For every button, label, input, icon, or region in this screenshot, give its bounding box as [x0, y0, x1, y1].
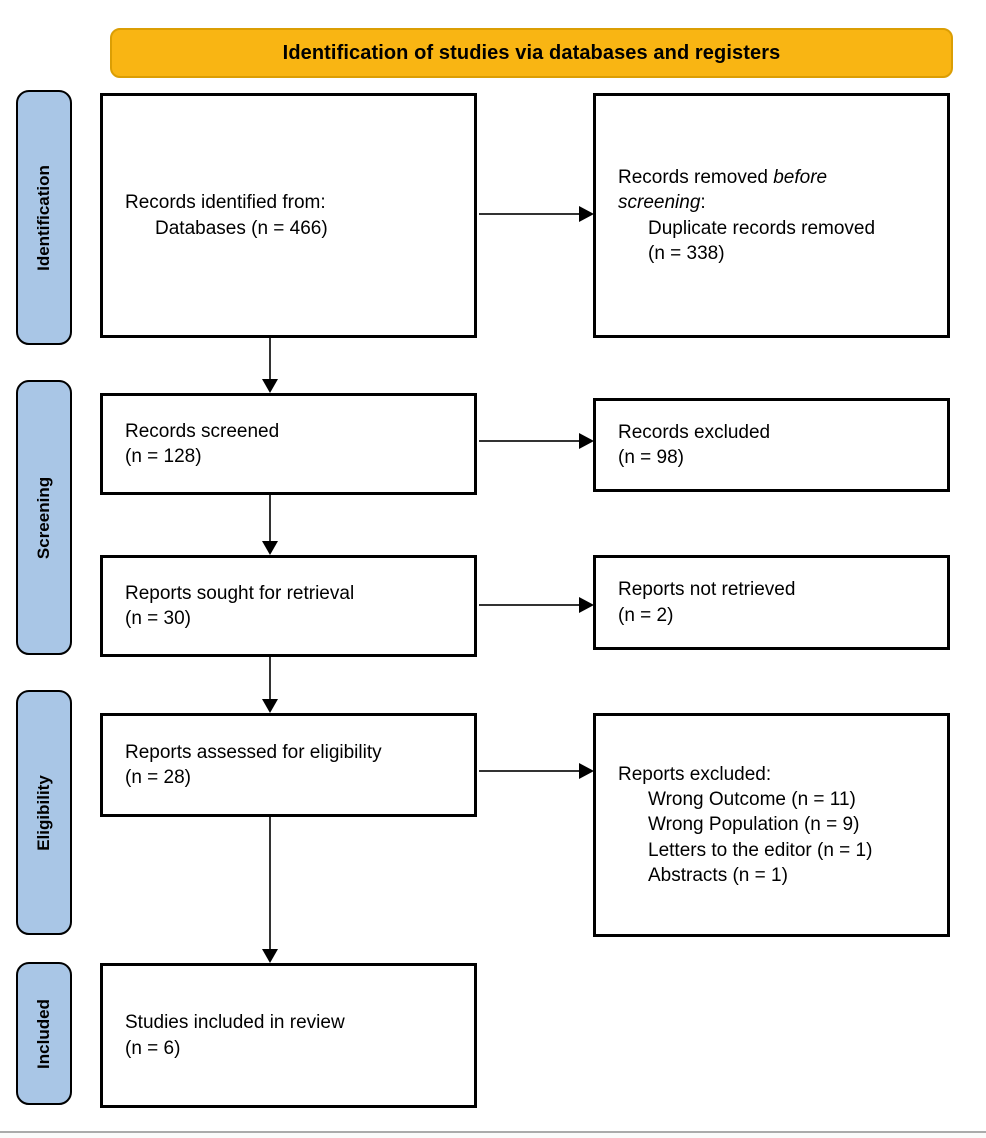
stage-label-identification: Identification: [16, 90, 72, 345]
records-removed-line2-italic: screening: [618, 192, 701, 214]
banner: Identification of studies via databases …: [110, 28, 953, 78]
reports-sought-line2: (n = 30): [125, 608, 192, 629]
reports-not-retrieved-line2: (n = 2): [618, 604, 674, 626]
reports-excluded-reason-1: Wrong Outcome (n = 11): [648, 789, 856, 811]
window-bottom-edge: [0, 1131, 986, 1138]
records-removed-line2: screening:: [618, 190, 935, 215]
stage-label-included-text: Included: [34, 998, 53, 1069]
records-removed-line3: Duplicate records removed: [648, 217, 876, 239]
box-reports-not-retrieved: Reports not retrieved (n = 2): [593, 555, 950, 650]
arrow-identified-to-removed: [479, 206, 594, 222]
records-identified-line1: Records identified from:: [125, 192, 326, 214]
records-removed-line1: Records removed before: [618, 165, 935, 190]
arrow-assessed-to-excluded: [479, 763, 594, 779]
stage-label-screening: Screening: [16, 380, 72, 655]
studies-included-line1: Studies included in review: [125, 1012, 345, 1034]
reports-assessed-line2: (n = 28): [125, 767, 192, 788]
box-reports-excluded: Reports excluded: Wrong Outcome (n = 11)…: [593, 713, 950, 937]
stage-label-eligibility: Eligibility: [16, 690, 72, 935]
box-records-screened: Records screened (n = 128): [100, 393, 477, 495]
arrow-sought-to-not-retrieved: [479, 597, 594, 613]
reports-excluded-reason-2: Wrong Population (n = 9): [648, 814, 860, 836]
banner-title: Identification of studies via databases …: [282, 41, 781, 64]
stage-label-screening-text: Screening: [34, 476, 54, 559]
stage-label-eligibility-text: Eligibility: [34, 774, 53, 851]
reports-not-retrieved-line1: Reports not retrieved: [618, 579, 796, 601]
records-screened-line1: Records screened: [125, 420, 280, 442]
reports-excluded-title: Reports excluded:: [618, 763, 772, 785]
arrow-screened-to-sought: [262, 495, 278, 555]
studies-included-line2: (n = 6): [125, 1037, 181, 1059]
reports-sought-line1: Reports sought for retrieval: [125, 582, 355, 604]
box-reports-sought: Reports sought for retrieval (n = 30): [100, 555, 477, 657]
arrow-sought-to-assessed: [262, 657, 278, 713]
box-records-removed: Records removed before screening: Duplic…: [593, 93, 950, 338]
box-records-excluded: Records excluded (n = 98): [593, 398, 950, 492]
box-records-identified: Records identified from: Databases (n = …: [100, 93, 477, 338]
records-removed-line2-normal: :: [700, 192, 706, 214]
stage-label-included: Included: [16, 962, 72, 1105]
box-studies-included: Studies included in review (n = 6): [100, 963, 477, 1108]
records-screened-line2: (n = 128): [125, 446, 202, 467]
reports-excluded-reason-3: Letters to the editor (n = 1): [648, 839, 873, 861]
reports-excluded-reason-4: Abstracts (n = 1): [648, 864, 788, 886]
records-removed-line4: (n = 338): [648, 242, 725, 264]
box-reports-assessed: Reports assessed for eligibility (n = 28…: [100, 713, 477, 817]
arrow-screened-to-excluded: [479, 433, 594, 449]
records-excluded-line1: Records excluded: [618, 421, 771, 443]
records-excluded-line2: (n = 98): [618, 447, 685, 468]
arrow-identified-to-screened: [262, 338, 278, 393]
arrow-assessed-to-included: [262, 817, 278, 963]
records-removed-line1-italic: before: [773, 166, 828, 188]
records-identified-line2: Databases (n = 466): [155, 217, 328, 239]
records-removed-line1-normal: Records removed: [618, 166, 774, 188]
stage-label-identification-text: Identification: [34, 164, 53, 271]
reports-assessed-line1: Reports assessed for eligibility: [125, 741, 382, 763]
